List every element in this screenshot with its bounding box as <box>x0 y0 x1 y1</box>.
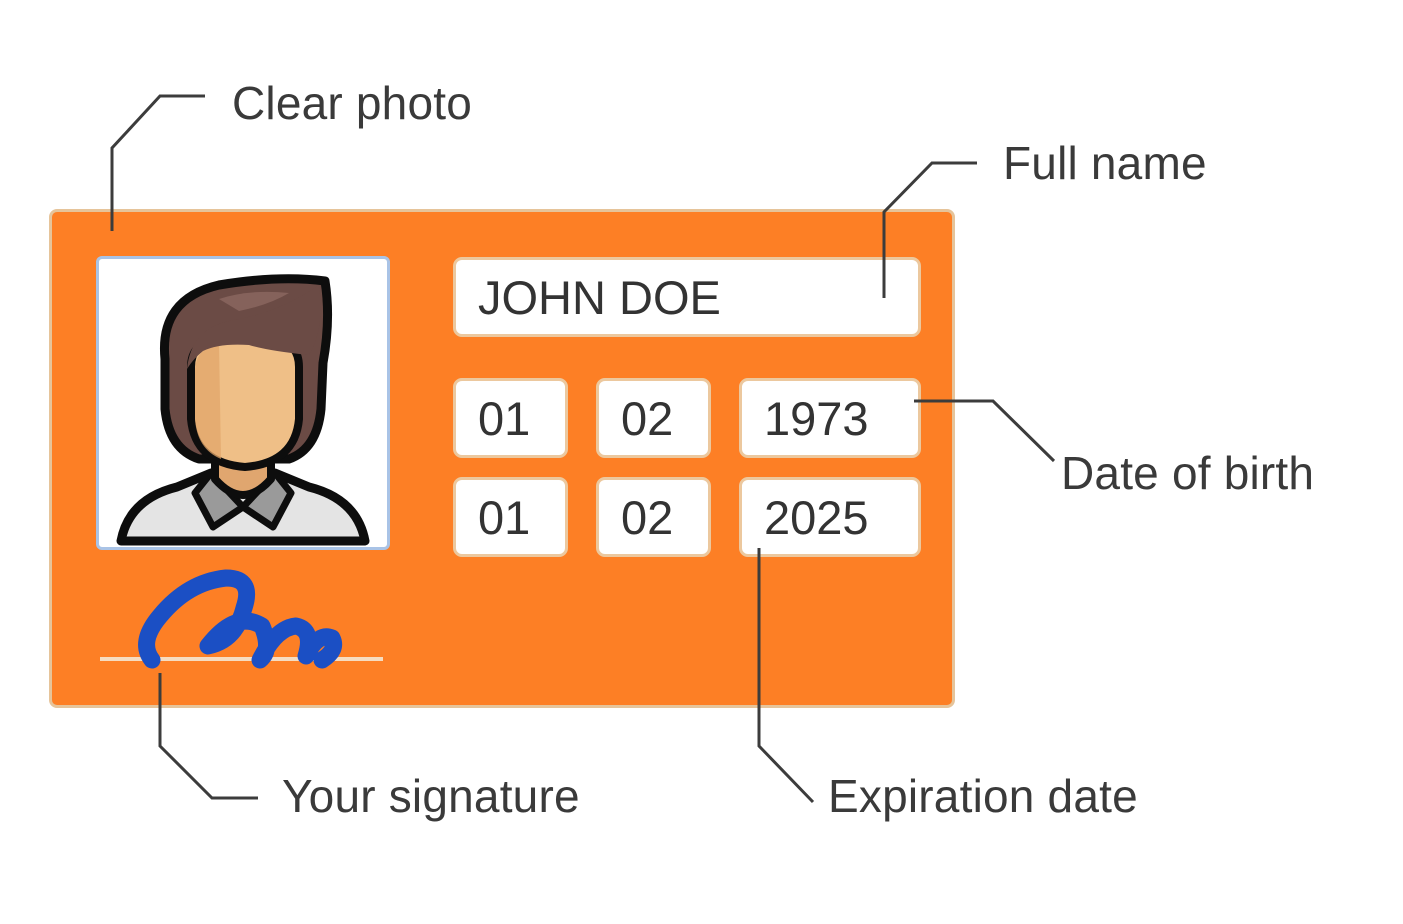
exp-year-value: 2025 <box>764 490 869 544</box>
photo-frame <box>96 256 390 550</box>
dob-day-field: 01 <box>453 378 568 458</box>
full-name-field: JOHN DOE <box>453 257 921 337</box>
exp-month-value: 02 <box>621 490 674 544</box>
exp-year-field: 2025 <box>739 477 921 557</box>
callout-your-signature: Your signature <box>282 770 580 822</box>
person-portrait-icon <box>116 274 370 546</box>
exp-day-value: 01 <box>478 490 531 544</box>
exp-day-field: 01 <box>453 477 568 557</box>
full-name-value: JOHN DOE <box>478 270 721 324</box>
dob-year-value: 1973 <box>764 391 869 445</box>
exp-month-field: 02 <box>596 477 711 557</box>
dob-month-field: 02 <box>596 378 711 458</box>
dob-year-field: 1973 <box>739 378 921 458</box>
callout-expiration-date: Expiration date <box>828 770 1138 822</box>
callout-clear-photo: Clear photo <box>232 77 473 129</box>
dob-day-value: 01 <box>478 391 531 445</box>
callout-full-name: Full name <box>1003 137 1207 189</box>
callout-date-of-birth: Date of birth <box>1061 447 1315 499</box>
dob-month-value: 02 <box>621 391 674 445</box>
